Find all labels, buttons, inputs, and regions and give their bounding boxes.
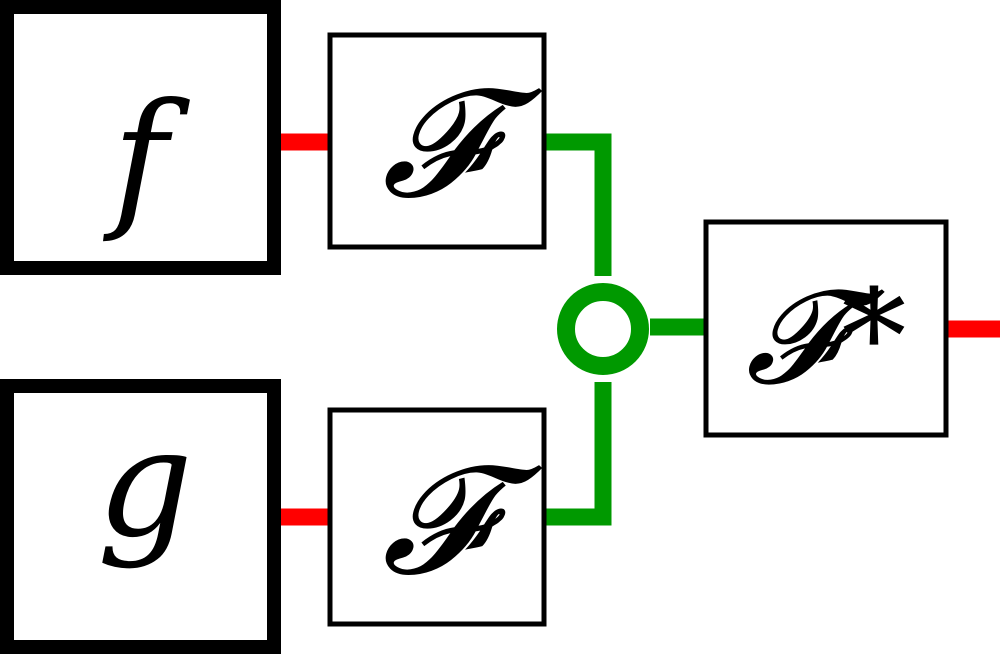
wire-fourier-g-to-node	[545, 382, 612, 526]
input-box-g	[0, 379, 281, 654]
fourier-box-top	[327, 32, 547, 250]
input-label-g: g	[97, 397, 193, 571]
fourier-box-bottom	[327, 407, 547, 627]
wire-fourier-f-to-node	[545, 133, 612, 276]
input-box-f	[0, 0, 281, 275]
product-node	[557, 283, 649, 375]
inverse-fourier-label: 𝓕*	[746, 261, 907, 413]
inverse-fourier-box	[703, 219, 949, 438]
